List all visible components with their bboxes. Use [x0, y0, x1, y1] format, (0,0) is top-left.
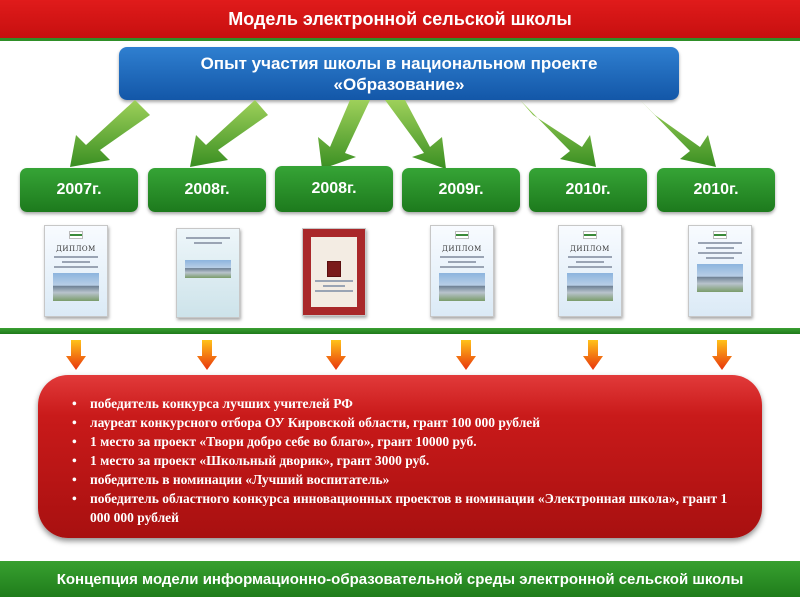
down-arrow-icon [326, 340, 346, 370]
achievement-item: 1 место за проект «Твори добро себе во б… [68, 432, 738, 451]
project-box: Опыт участия школы в национальном проект… [119, 47, 679, 100]
achievement-item: победитель конкурса лучших учителей РФ [68, 394, 738, 413]
achievement-item: победитель в номинации «Лучший воспитате… [68, 470, 738, 489]
page-title: Модель электронной сельской школы [0, 0, 800, 38]
achievement-item: лауреат конкурсного отбора ОУ Кировской … [68, 413, 738, 432]
down-arrow-icon [66, 340, 86, 370]
achievement-item: 1 место за проект «Школьный дворик», гра… [68, 451, 738, 470]
year-badge: 2008г. [148, 168, 266, 212]
year-badge: 2007г. [20, 168, 138, 212]
certificate-image [176, 228, 240, 318]
year-badge: 2008г. [275, 166, 393, 212]
down-arrow-icon [197, 340, 217, 370]
project-title-line1: Опыт участия школы в национальном проект… [200, 53, 598, 73]
diploma-image: ДИПЛОМ [44, 225, 108, 317]
down-arrow-icon [712, 340, 732, 370]
green-arrow [520, 100, 596, 167]
footer-caption: Концепция модели информационно-образоват… [0, 561, 800, 597]
certificate-red-image [302, 228, 366, 316]
green-arrow [318, 100, 370, 169]
year-badge: 2010г. [657, 168, 775, 212]
green-arrow [190, 100, 268, 167]
green-arrow [385, 100, 446, 169]
green-arrows [70, 100, 716, 169]
diploma-image: ДИПЛОМ [430, 225, 494, 317]
section-divider [0, 328, 800, 334]
down-arrow-icon [456, 340, 476, 370]
achievement-item: победитель областного конкурса инновацио… [68, 489, 738, 527]
diploma-image [688, 225, 752, 317]
green-arrow [640, 100, 716, 167]
diploma-image: ДИПЛОМ [558, 225, 622, 317]
title-divider [0, 38, 800, 41]
achievements-list: победитель конкурса лучших учителей РФ л… [68, 394, 738, 527]
down-arrow-icon [583, 340, 603, 370]
green-arrow [70, 100, 150, 167]
project-title-line2: «Образование» [333, 74, 465, 94]
year-badge: 2010г. [529, 168, 647, 212]
year-badge: 2009г. [402, 168, 520, 212]
